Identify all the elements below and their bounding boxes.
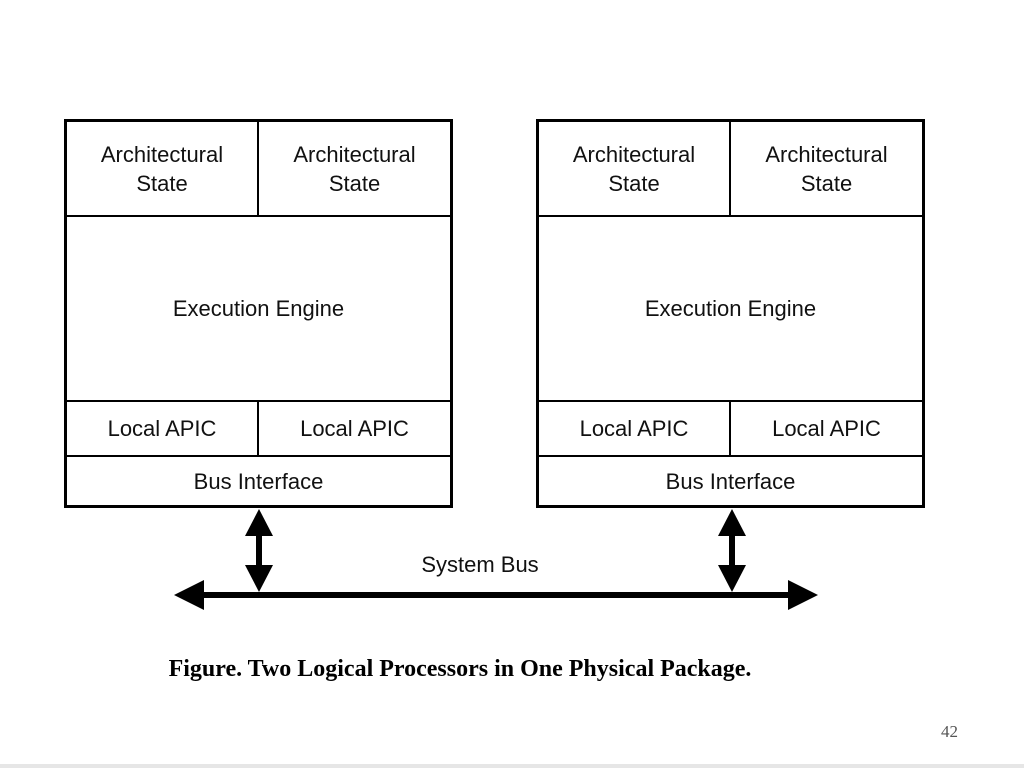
system-bus-arrow-left (174, 580, 204, 610)
architectural-state-cell: Architectural State (259, 122, 450, 217)
local-apic-label: Local APIC (107, 416, 217, 441)
execution-engine-cell: Execution Engine (67, 217, 450, 402)
bus-interface-label: Bus Interface (665, 468, 796, 494)
bus-interface-cell: Bus Interface (539, 457, 922, 505)
local-apic-cell: Local APIC (539, 402, 731, 457)
local-apic-cell: Local APIC (259, 402, 450, 457)
bus-interface-cell: Bus Interface (67, 457, 450, 505)
physical-package-left: Architectural State Architectural State … (64, 119, 453, 508)
architectural-state-label: Architectural State (293, 141, 416, 196)
system-bus-label: System Bus (421, 552, 539, 577)
bus-interface-label: Bus Interface (193, 468, 324, 494)
figure-caption: Figure. Two Logical Processors in One Ph… (168, 656, 752, 682)
architectural-state-label: Architectural State (572, 141, 696, 196)
slide-bottom-rule (0, 764, 1024, 768)
local-apic-label: Local APIC (772, 416, 881, 441)
local-apic-cell: Local APIC (67, 402, 259, 457)
architectural-state-cell: Architectural State (539, 122, 731, 217)
execution-engine-cell: Execution Engine (539, 217, 922, 402)
architectural-state-cell: Architectural State (67, 122, 259, 217)
right-connector-arrow-down (718, 565, 746, 592)
local-apic-cell: Local APIC (731, 402, 922, 457)
page-number: 42 (941, 722, 958, 741)
right-connector-arrow-up (718, 509, 746, 536)
left-connector-arrow-down (245, 565, 273, 592)
physical-package-right: Architectural State Architectural State … (536, 119, 925, 508)
local-apic-label: Local APIC (300, 416, 409, 441)
architectural-state-cell: Architectural State (731, 122, 922, 217)
execution-engine-label: Execution Engine (644, 296, 817, 321)
architectural-state-label: Architectural State (100, 141, 224, 196)
local-apic-label: Local APIC (579, 416, 689, 441)
left-connector-arrow-up (245, 509, 273, 536)
architectural-state-label: Architectural State (765, 141, 888, 196)
execution-engine-label: Execution Engine (172, 296, 345, 321)
system-bus-arrow-right (788, 580, 818, 610)
